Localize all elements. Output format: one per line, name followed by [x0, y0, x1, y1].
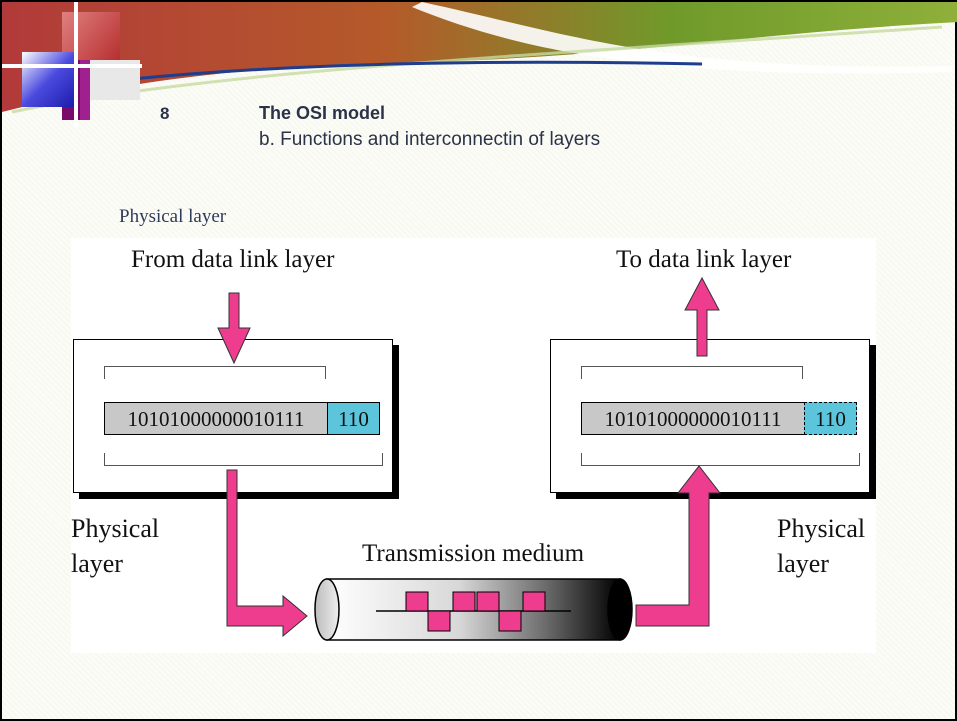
receiver-bracket-bottom: [581, 453, 860, 466]
receiver-physical-box: 10101000000010111 110: [550, 339, 870, 493]
sender-physical-box: 10101000000010111 110: [73, 339, 393, 493]
right-physical-layer-label: Physical layer: [777, 511, 865, 581]
slide-subtitle: b. Functions and interconnectin of layer…: [259, 129, 601, 150]
signal-pulses: [405, 591, 546, 632]
sender-bracket-top: [104, 366, 326, 379]
right-layer-label-line1: Physical: [777, 514, 866, 543]
deco-magenta-bar: [80, 60, 90, 120]
transmission-medium-label: Transmission medium: [362, 540, 585, 567]
left-layer-label-line2: layer: [71, 549, 123, 578]
section-label: Physical layer: [119, 206, 227, 227]
banner-blue-line: [121, 60, 703, 82]
slide-number: 8: [160, 104, 170, 123]
up-arrow-icon: [684, 276, 720, 357]
receiver-header-cell: 110: [804, 402, 857, 435]
diagram-graphics: [217, 276, 722, 641]
right-layer-label-line2: layer: [777, 549, 829, 578]
deco-blue-square: [22, 52, 77, 107]
header-banner: [2, 2, 957, 127]
banner-swoosh: [412, 2, 952, 74]
from-data-link-label: From data link layer: [131, 246, 335, 273]
slide-title: The OSI model: [259, 103, 386, 123]
left-physical-layer-label: Physical layer: [71, 511, 159, 581]
sender-bracket-bottom: [104, 453, 383, 466]
down-arrow-icon: [217, 292, 251, 365]
receiver-bracket-top: [581, 366, 803, 379]
medium-to-receiver-arrow-icon: [635, 465, 722, 627]
sender-to-medium-arrow-icon: [226, 469, 308, 638]
left-layer-label-line1: Physical: [71, 514, 160, 543]
to-data-link-label: To data link layer: [616, 246, 792, 273]
transmission-medium-cylinder: [314, 578, 633, 641]
sender-bits-cell: 10101000000010111: [104, 402, 328, 435]
sender-header-cell: 110: [327, 402, 380, 435]
banner-band: [2, 2, 957, 112]
receiver-bits-cell: 10101000000010111: [581, 402, 805, 435]
physical-layer-diagram: From data link layer To data link layer …: [71, 238, 876, 653]
